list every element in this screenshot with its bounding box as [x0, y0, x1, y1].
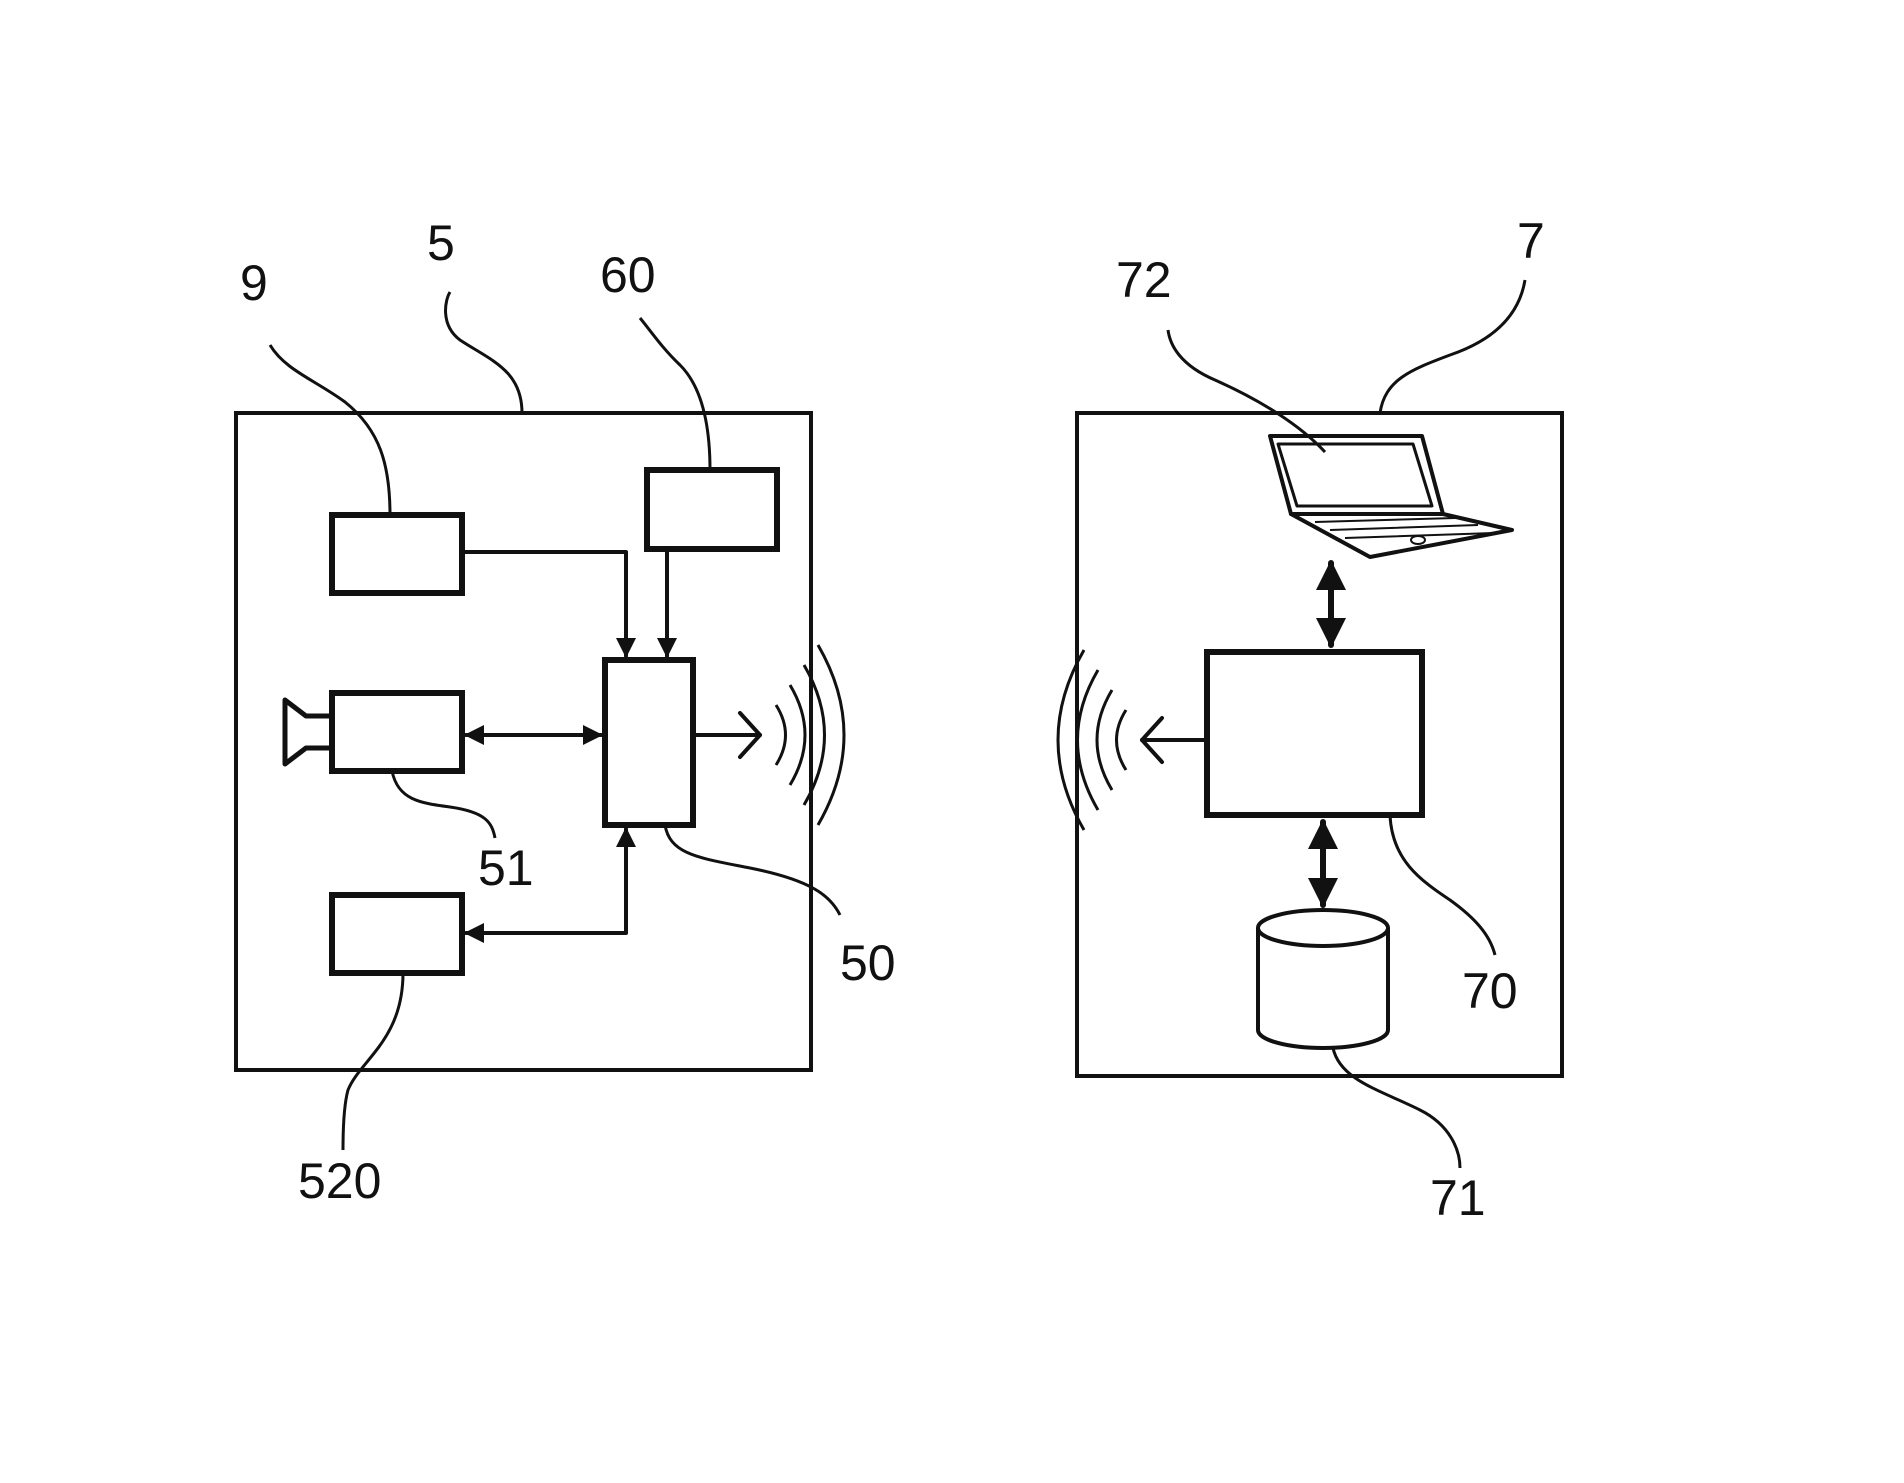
ref-label-51: 51: [478, 840, 534, 896]
antenna-icon: [691, 644, 846, 826]
leader-7: [1378, 279, 1527, 414]
block-9: [329, 512, 465, 596]
ref-label-72: 72: [1116, 252, 1172, 308]
leader-9: [268, 344, 392, 516]
leader-5: [444, 291, 524, 414]
camera-lens-icon: [282, 697, 332, 767]
leader-50: [663, 824, 842, 916]
camera-body-51: [329, 690, 465, 774]
ref-label-5: 5: [427, 215, 455, 271]
leader-520: [341, 972, 405, 1151]
server-70: [1204, 649, 1425, 818]
ref-label-50: 50: [840, 935, 896, 991]
ref-label-70: 70: [1462, 963, 1518, 1019]
block-520: [329, 892, 465, 976]
antenna-icon: [1056, 649, 1209, 831]
database-icon: [1256, 908, 1390, 1050]
ref-label-60: 60: [600, 247, 656, 303]
leader-71: [1331, 1047, 1462, 1169]
controller-50: [602, 657, 696, 828]
laptop-icon: [1268, 434, 1514, 559]
ref-label-9: 9: [240, 255, 268, 311]
leader-72: [1166, 329, 1327, 454]
leader-70: [1388, 814, 1497, 956]
leader-51: [390, 770, 497, 839]
leader-60: [638, 317, 712, 471]
ref-label-7: 7: [1517, 213, 1545, 269]
ref-label-71: 71: [1430, 1170, 1486, 1226]
block-60: [644, 467, 780, 552]
arrow-9-to-50: [460, 550, 636, 658]
arrow-50-520: [464, 827, 636, 943]
ref-label-520: 520: [298, 1153, 381, 1209]
